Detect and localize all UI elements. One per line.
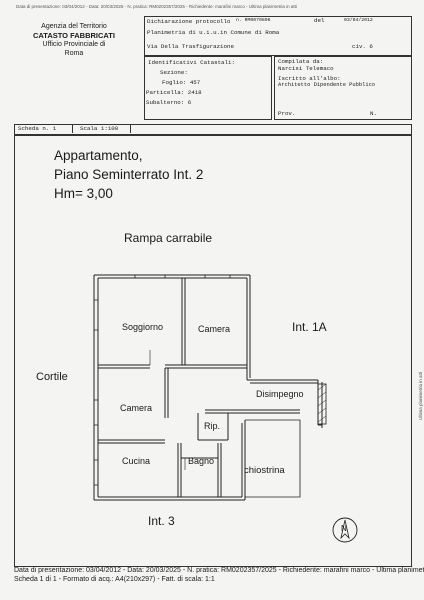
- rampa-label: Rampa carrabile: [124, 231, 213, 245]
- wall-bagno: [177, 443, 218, 497]
- room-camera-2: Camera: [120, 403, 153, 413]
- scheda-box: [14, 124, 412, 135]
- wall-rip: [197, 413, 229, 441]
- wall-corridor-top: [247, 379, 318, 384]
- chiostrina-label: chiostrina: [244, 465, 285, 476]
- window-left-1: [94, 299, 98, 331]
- identifiers-foglio: Foglio: 457: [162, 79, 201, 86]
- protocol-box: [144, 16, 412, 56]
- scheda-divider: [72, 124, 73, 133]
- compass-needle: [340, 519, 350, 540]
- protocol-date: 03/04/2012: [344, 18, 373, 23]
- wall-bagno-right: [217, 443, 222, 497]
- planimetry-text: Planimetria di u.i.u.in Comune di Roma: [147, 29, 280, 36]
- side-strip: Ultima planimetria in atti: [418, 371, 423, 420]
- room-bagno: Bagno: [188, 456, 215, 466]
- wall-camera-cucina: [98, 439, 165, 444]
- wall-outer-top: [94, 274, 250, 279]
- wall-soggiorno-camera: [181, 278, 186, 365]
- address-civ: civ. 6: [352, 43, 373, 50]
- wall-camera-right: [164, 368, 169, 418]
- agency-header: Agenzia del Territorio CATASTO FABBRICAT…: [18, 22, 130, 58]
- office-city: Roma: [64, 50, 84, 57]
- compass-letter: N: [341, 524, 347, 533]
- unit-floor: Piano Seminterrato Int. 2: [54, 167, 204, 182]
- address-street: Via Della Trasfigurazione: [147, 43, 234, 50]
- wall-outer-left: [93, 275, 99, 500]
- wall-soggiorno-bottom: [98, 364, 247, 369]
- compiler-role: Architetto Dipendente Pubblico: [278, 82, 376, 88]
- room-disimpegno: Disimpegno: [256, 389, 304, 399]
- unit-title: Appartamento,: [54, 148, 143, 163]
- wall-right-lower: [241, 420, 246, 500]
- office-label: Ufficio Provinciale di: [42, 41, 106, 48]
- protocol-label: Dichiarazione protocollo: [147, 18, 231, 25]
- compiler-name: Narcisi Telemaco: [278, 65, 334, 72]
- footer-line-1: Data di presentazione: 03/04/2012 - Data…: [14, 567, 424, 574]
- catasto-title: CATASTO FABBRICATI: [33, 31, 115, 40]
- identifiers-title: Identificativi Catastali:: [148, 59, 235, 66]
- wall-chiostrina: [245, 419, 301, 498]
- top-strip: Data di presentazione: 03/04/2012 - Data…: [16, 4, 297, 9]
- compiler-n: N.: [370, 110, 377, 117]
- compiler-box: [274, 56, 412, 120]
- pillar: [317, 383, 327, 425]
- drawing-frame: [14, 135, 412, 567]
- int1a-label: Int. 1A: [292, 320, 327, 334]
- room-camera-1: Camera: [198, 324, 231, 334]
- footer-line-2: Scheda 1 di 1 - Formato di acq.: A4(210x…: [14, 576, 215, 583]
- room-rip: Rip.: [204, 421, 221, 431]
- room-cucina: Cucina: [122, 456, 151, 466]
- scale-divider: [130, 124, 131, 133]
- unit-height: Hm= 3,00: [54, 186, 113, 201]
- scheda-label: Scheda n. 1: [18, 125, 57, 132]
- compiler-title: Compilata da:: [278, 58, 324, 65]
- identifiers-sezione: Sezione:: [160, 69, 188, 76]
- int3-label: Int. 3: [148, 514, 175, 528]
- identifiers-box: [144, 56, 272, 120]
- window-top: [134, 275, 231, 278]
- wall-outer-right-upper: [246, 275, 251, 380]
- compiler-albo: Iscritto all'albo:: [278, 75, 341, 82]
- window-left-2: [94, 399, 98, 426]
- identifiers-particella: Particella: 2418: [146, 89, 202, 96]
- protocol-del-label: del: [314, 17, 325, 24]
- compiler-prov: Prov.: [278, 110, 296, 117]
- cortile-label: Cortile: [36, 371, 68, 383]
- wall-corridor-bottom: [205, 409, 300, 414]
- protocol-number: n. RM0070806: [236, 18, 271, 23]
- identifiers-subalterno: Subalterno: 6: [146, 99, 192, 106]
- room-soggiorno: Soggiorno: [122, 322, 164, 332]
- window-left-3: [94, 459, 98, 486]
- compass-rose: [332, 517, 358, 543]
- scale-label: Scala 1:100: [80, 125, 119, 132]
- compass-circle: [332, 517, 358, 543]
- pillar-hatch: [317, 383, 327, 423]
- wall-outer-bottom: [94, 496, 245, 501]
- agency-name: Agenzia del Territorio: [41, 23, 107, 30]
